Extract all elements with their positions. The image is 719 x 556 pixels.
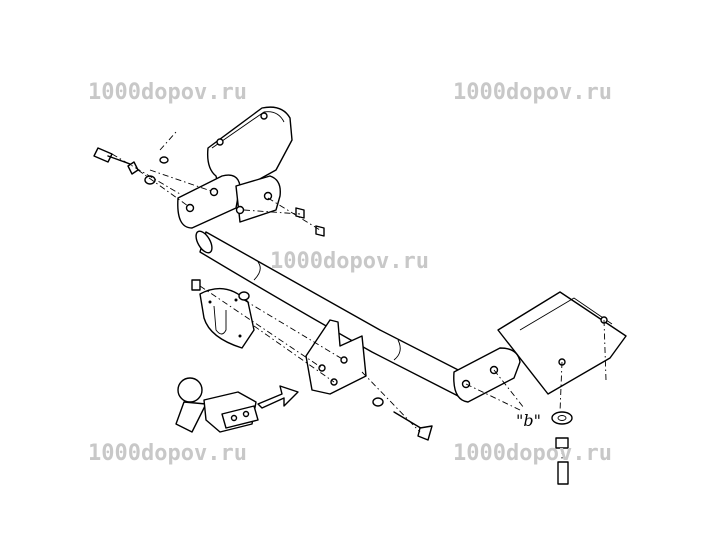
- watermark-bottom-left: 1000dopov.ru: [88, 441, 247, 466]
- coupling-bolt: [372, 397, 433, 441]
- watermark-bottom-right: 1000dopov.ru: [453, 441, 612, 466]
- left-mounting-bracket: [177, 106, 293, 229]
- watermark-top-left: 1000dopov.ru: [88, 80, 247, 105]
- right-mounting-bracket: [453, 291, 627, 403]
- left-bolt-set: [93, 147, 169, 185]
- coupling-mount-plate: [305, 319, 367, 395]
- watermark-center: 1000dopov.ru: [270, 249, 429, 274]
- detail-b-label: "b": [516, 411, 541, 430]
- watermark-top-right: 1000dopov.ru: [453, 80, 612, 105]
- right-bolt-set: [551, 411, 573, 485]
- right-nut-set: [295, 207, 325, 237]
- tow-ball-assembly: [175, 377, 259, 433]
- electrical-socket-plate: [199, 287, 255, 349]
- assembly-arrow: [257, 385, 299, 409]
- assembly-guide-lines: [111, 131, 607, 462]
